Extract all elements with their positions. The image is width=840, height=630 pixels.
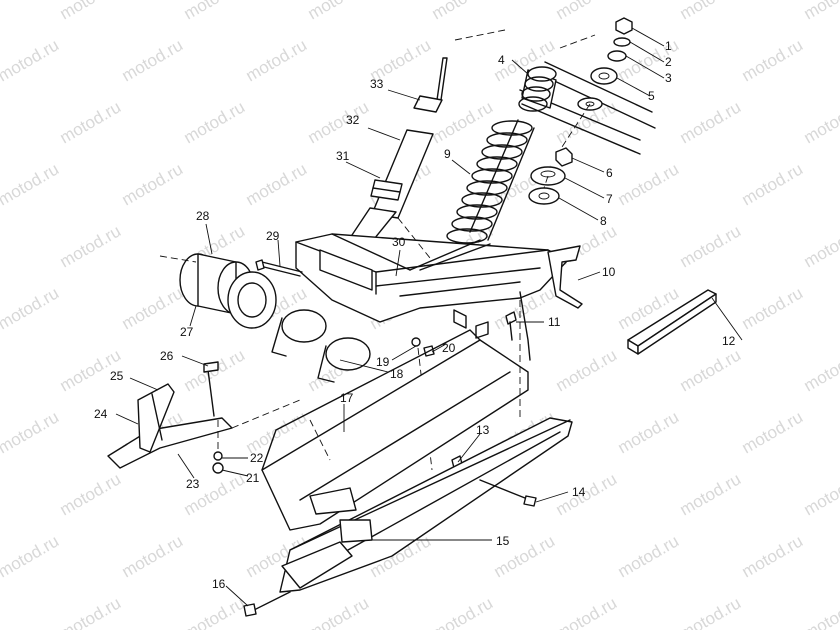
callout-3: 3 [665,71,672,85]
watermark-text: motod.ru [677,345,745,395]
hardware-stack [528,17,633,205]
watermark-text: motod.ru [801,0,840,23]
callout-31: 31 [336,149,350,163]
callout-11: 11 [548,315,561,329]
watermark-text: motod.ru [677,97,745,147]
watermark-text: motod.ru [305,593,373,630]
callout-7: 7 [606,192,613,206]
callout-24: 24 [94,407,108,421]
watermark-text: motod.ru [57,469,125,519]
callout-14: 14 [572,485,586,499]
watermark-text: motod.ru [553,0,621,23]
watermark-text: motod.ru [801,469,840,519]
watermark-text: motod.ru [801,97,840,147]
watermark-text: motod.ru [243,35,311,85]
watermark-text: motod.ru [739,283,807,333]
shock-absorber [446,66,557,244]
callout-5: 5 [648,89,655,103]
pivot-bushings [159,253,371,383]
watermark-text: motod.ru [429,593,497,630]
watermark-text: motod.ru [0,531,62,581]
callout-4: 4 [498,53,505,67]
slide-rail [261,329,529,531]
watermark-text: motod.ru [119,283,187,333]
shock-spring [446,120,533,244]
callout-9: 9 [444,147,451,161]
watermark-text: motod.ru [305,0,373,23]
callout-1: 1 [665,39,672,53]
callout-18: 18 [390,367,404,381]
watermark-text: motod.ru [553,345,621,395]
watermark-text: motod.ru [615,159,683,209]
watermark-text: motod.ru [553,593,621,630]
watermark-text: motod.ru [739,531,807,581]
callout-16: 16 [212,577,226,591]
bolt-16 [243,591,291,617]
watermark-text: motod.ru [739,35,807,85]
square-bar [627,289,717,355]
watermark-text: motod.ru [57,97,125,147]
watermark-text: motod.ru [181,593,249,630]
callout-10: 10 [602,265,616,279]
watermark-text: motod.ru [57,221,125,271]
callout-32: 32 [346,113,360,127]
swing-arm-frame [295,217,583,361]
callout-25: 25 [110,369,124,383]
watermark-text: motod.ru [677,469,745,519]
watermark-text: motod.ru [677,593,745,630]
callout-21: 21 [246,471,260,485]
callout-29: 29 [266,229,280,243]
watermark-text: motod.ru [57,0,125,23]
bolt-14 [479,479,537,507]
watermark-text: motod.ru [0,35,62,85]
watermark-text: motod.ru [677,221,745,271]
callout-26: 26 [160,349,174,363]
watermark-text: motod.ru [181,0,249,23]
callout-12: 12 [722,334,736,348]
callout-15: 15 [496,534,510,548]
watermark-text: motod.ru [243,159,311,209]
callout-19: 19 [376,355,390,369]
watermark-text: motod.ru [57,593,125,630]
watermark-text: motod.ru [801,221,840,271]
callout-2: 2 [665,55,672,69]
watermark-text: motod.ru [429,0,497,23]
watermark-text: motod.ru [739,159,807,209]
callout-6: 6 [606,166,613,180]
leader-lines [115,27,743,607]
watermark-text: motod.ru [801,593,840,630]
callout-27: 27 [180,325,194,339]
watermark-text: motod.ru [0,407,62,457]
watermark-text: motod.ru [615,407,683,457]
long-bolt [255,259,303,277]
watermark-text: motod.ru [677,0,745,23]
callout-30: 30 [392,235,406,249]
watermark-text: motod.ru [181,97,249,147]
callout-33: 33 [370,77,384,91]
watermark-text: motod.ru [119,531,187,581]
callout-22: 22 [250,451,264,465]
small-fasteners [411,309,517,471]
callout-28: 28 [196,209,210,223]
callout-23: 23 [186,477,200,491]
watermark-text: motod.ru [119,159,187,209]
watermark-text: motod.ru [305,97,373,147]
callout-17: 17 [340,391,354,405]
mounting-bracket [107,361,301,474]
watermark-text: motod.ru [801,345,840,395]
callout-labels: 1 2 3 4 5 6 7 8 9 10 11 12 13 14 15 16 1… [94,39,736,591]
watermark-text: motod.ru [615,531,683,581]
watermark-text: motod.ru [553,469,621,519]
callout-8: 8 [600,214,607,228]
watermark-text: motod.ru [739,407,807,457]
callout-13: 13 [476,423,490,437]
watermark-text: motod.ru [0,283,62,333]
track-rail [279,300,573,593]
watermark-text: motod.ru [119,35,187,85]
watermark-text: motod.ru [0,159,62,209]
callout-20: 20 [442,341,456,355]
